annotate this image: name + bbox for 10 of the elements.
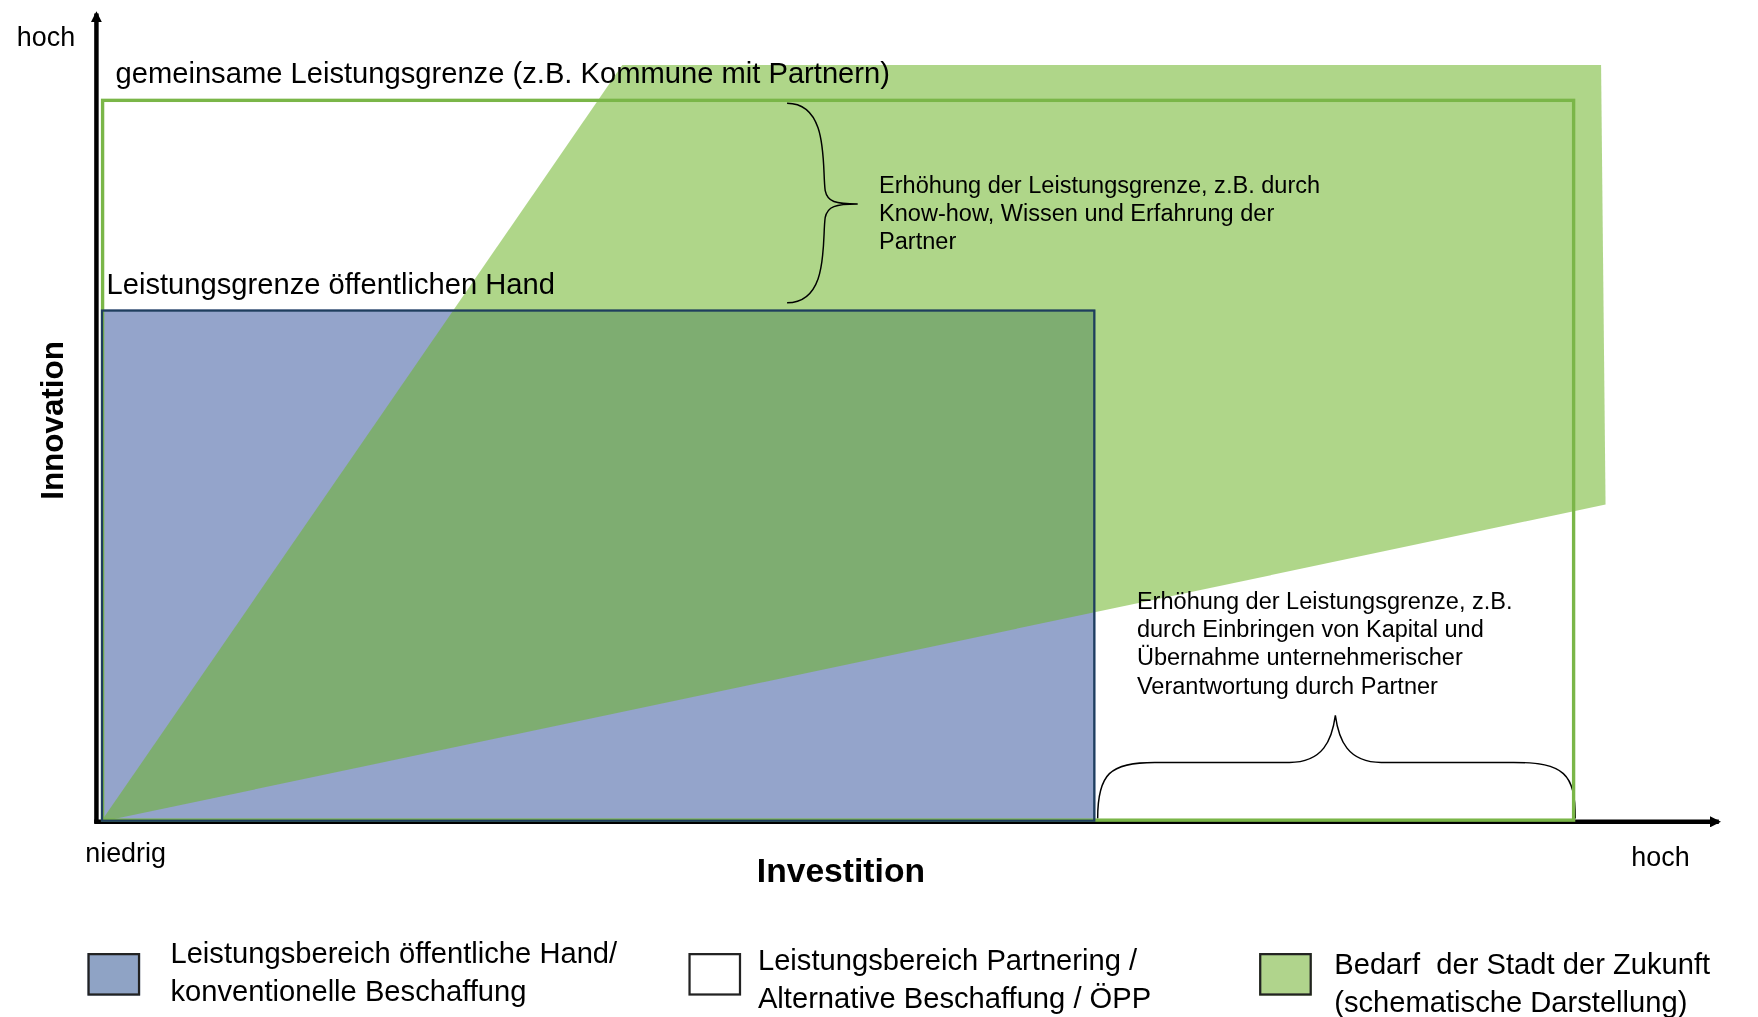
axis-title: Investition bbox=[756, 851, 925, 892]
axis-label: hoch bbox=[1631, 840, 1690, 874]
legend-text: Leistungsbereich öffentliche Hand/ konventionelle Beschaffung bbox=[170, 935, 619, 1010]
axis-title: Innovation bbox=[34, 341, 71, 500]
annotation: Erhöhung der Leistungsgrenze, z.B. durch Einbringen von Kapital und Übernahme unternehmerischer Verantwortung durch Partner bbox=[1136, 586, 1514, 700]
axis-label: hoch bbox=[16, 21, 76, 54]
boundary-label: Leistungsgrenze öffentlichen Hand bbox=[106, 266, 555, 302]
legend-text: Leistungsbereich Partnering / Alternative Beschaffung / ÖPP bbox=[757, 941, 1153, 1017]
axis-label: niedrig bbox=[85, 837, 166, 870]
annotation: Erhöhung der Leistungsgrenze, z.B. durch Know-how, Wissen und Erfahrung der Partner bbox=[879, 170, 1322, 256]
